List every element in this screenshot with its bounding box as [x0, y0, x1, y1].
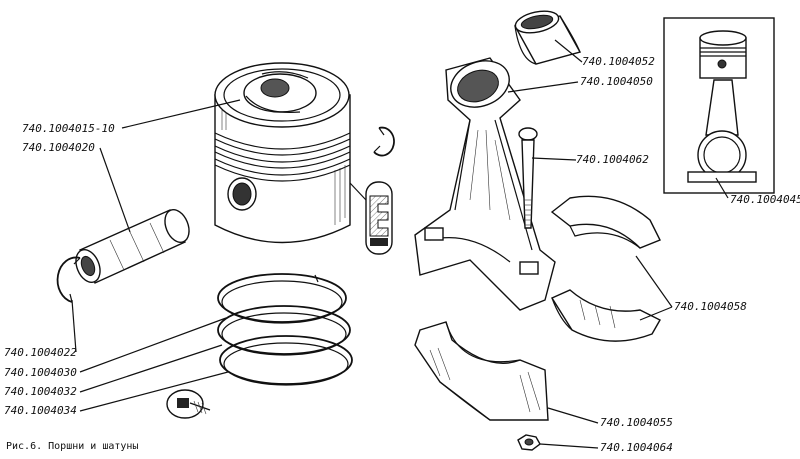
part-label-740-1004052: 740.1004052 — [582, 55, 655, 68]
part-label-740-1004045: 740.1004045 — [730, 193, 800, 206]
part-label-740-1004015-10: 740.1004015-10 — [22, 122, 115, 135]
part-label-740-1004064: 740.1004064 — [600, 441, 673, 454]
ring-section-detail — [166, 389, 211, 419]
part-label-740-1004034: 740.1004034 — [4, 404, 77, 417]
figure-caption: Рис.6. Поршни и шатуны — [6, 441, 139, 452]
part-label-740-1004030: 740.1004030 — [4, 366, 77, 379]
connecting-rod-bolt — [518, 127, 538, 229]
part-label-740-1004058: 740.1004058 — [674, 300, 747, 313]
part-label-740-1004020: 740.1004020 — [22, 141, 95, 154]
part-label-740-1004055: 740.1004055 — [600, 416, 673, 429]
circlip-right — [373, 126, 395, 157]
connecting-rod-cap — [414, 321, 549, 421]
piston-rings — [217, 273, 353, 386]
part-label-740-1004062: 740.1004062 — [576, 153, 649, 166]
leader-lines — [71, 39, 729, 449]
part-label-740-1004050: 740.1004050 — [580, 75, 653, 88]
small-end-bushing — [513, 10, 582, 65]
piston-pin — [75, 209, 190, 284]
groove-section-detail — [349, 181, 393, 255]
assembly-inset — [663, 17, 775, 194]
piston — [214, 62, 351, 244]
part-label-740-1004032: 740.1004032 — [4, 385, 77, 398]
connecting-rod — [414, 57, 556, 311]
rod-nut — [517, 434, 541, 451]
part-label-740-1004022: 740.1004022 — [4, 346, 77, 359]
bearing-shells — [550, 195, 661, 342]
